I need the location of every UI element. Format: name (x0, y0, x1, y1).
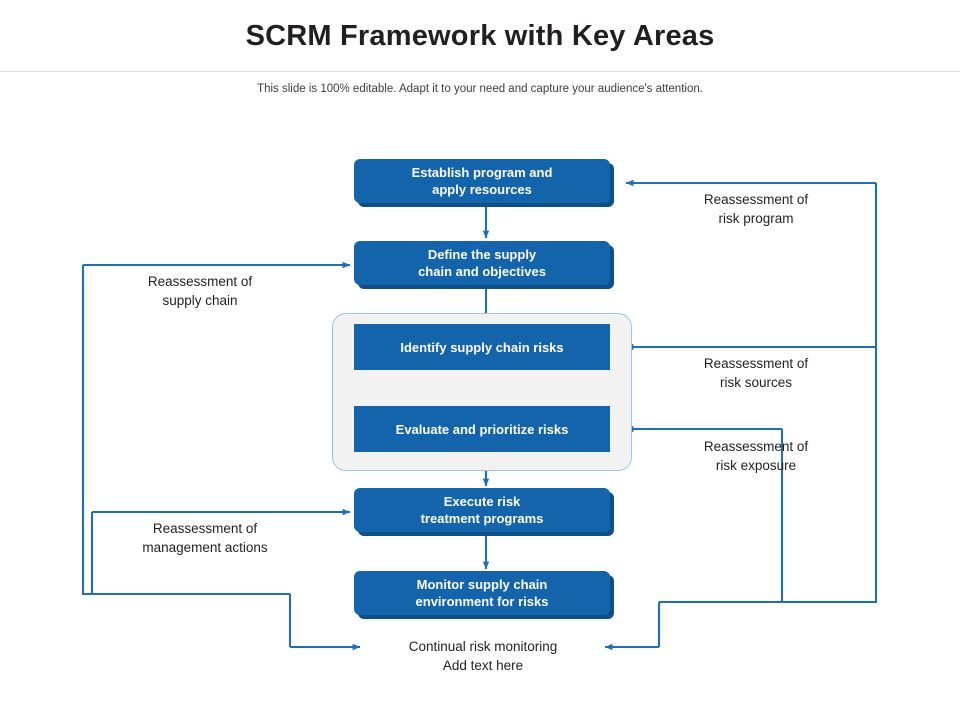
step2-line1: Define the supply (427, 247, 537, 262)
step2-line2: chain and objectives (418, 264, 546, 279)
label-reassessment-risk-exposure: Reassessment of risk exposure (660, 437, 852, 475)
process-box-step5[interactable]: Execute risk treatment programs (354, 488, 610, 532)
page-subtitle: This slide is 100% editable. Adapt it to… (257, 83, 703, 95)
label-reassessment-supply-chain: Reassessment of supply chain (104, 272, 296, 310)
continual-risk-monitoring-line2: Add text here (442, 658, 524, 673)
reassess-management-actions-line2: management actions (142, 540, 268, 555)
process-box-step1[interactable]: Establish program and apply resources (354, 159, 610, 203)
step1-line2: apply resources (432, 182, 532, 197)
step3-line1: Identify supply chain risks (400, 339, 564, 355)
reassess-risk-exposure-line1: Reassessment of (703, 439, 809, 454)
page-title: SCRM Framework with Key Areas (245, 20, 715, 52)
step5-line2: treatment programs (420, 511, 544, 526)
process-box-step6[interactable]: Monitor supply chain environment for ris… (354, 571, 610, 615)
label-continual-risk-monitoring: Continual risk monitoring Add text here (362, 637, 604, 675)
process-box-step4[interactable]: Evaluate and prioritize risks (354, 406, 610, 452)
label-reassessment-risk-sources: Reassessment of risk sources (660, 354, 852, 392)
step5-line1: Execute risk (443, 494, 521, 509)
step6-line2: environment for risks (415, 594, 549, 609)
process-box-step3[interactable]: Identify supply chain risks (354, 324, 610, 370)
connector-risk-program-return (659, 183, 878, 604)
reassess-supply-chain-line2: supply chain (162, 293, 238, 308)
reassess-risk-exposure-line2: risk exposure (715, 458, 797, 473)
step6-line1: Monitor supply chain (416, 577, 548, 592)
continual-risk-monitoring-line1: Continual risk monitoring (408, 639, 558, 654)
reassess-risk-program-line2: risk program (718, 211, 794, 226)
header-divider (0, 71, 960, 72)
process-box-step2[interactable]: Define the supply chain and objectives (354, 241, 610, 285)
reassess-risk-program-line1: Reassessment of (703, 192, 809, 207)
reassess-risk-sources-line1: Reassessment of (703, 356, 809, 371)
step4-line1: Evaluate and prioritize risks (395, 421, 569, 437)
label-reassessment-management-actions: Reassessment of management actions (104, 519, 306, 557)
step1-line1: Establish program and (411, 165, 553, 180)
label-reassessment-risk-program: Reassessment of risk program (660, 190, 852, 228)
reassess-supply-chain-line1: Reassessment of (147, 274, 253, 289)
connector-supply-chain-return (81, 265, 290, 596)
reassess-management-actions-line1: Reassessment of (152, 521, 258, 536)
reassess-risk-sources-line2: risk sources (719, 375, 792, 390)
